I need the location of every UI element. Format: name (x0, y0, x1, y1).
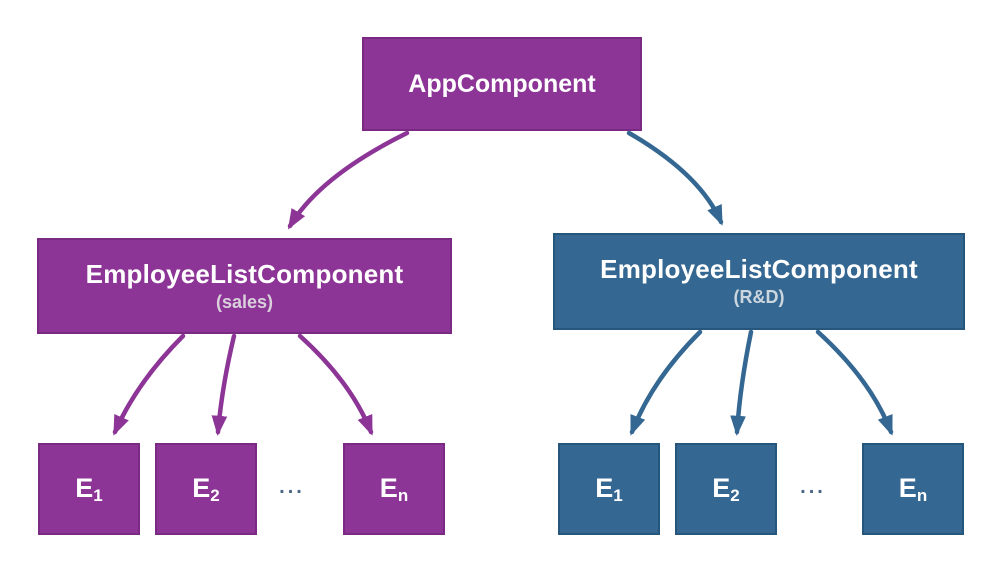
ellipsis-sales: ... (279, 476, 305, 498)
leaf-subscript: n (397, 485, 409, 505)
arrow-rnd-to-en (815, 329, 894, 436)
leaf-base: E (192, 472, 211, 503)
leaf-subscript: n (916, 485, 928, 505)
leaf-subscript: 2 (730, 485, 740, 505)
arrow-rnd-to-e1 (629, 329, 703, 436)
leaf-label: E2 (712, 473, 739, 506)
leaf-label: E1 (75, 473, 102, 506)
leaf-base: E (898, 472, 917, 503)
arrow-sales-to-en (297, 333, 374, 436)
node-app-component: AppComponent (362, 37, 642, 131)
arrow-rnd-to-e2 (730, 329, 754, 437)
node-employee-list-rnd: EmployeeListComponent (R&D) (553, 233, 965, 330)
leaf-subscript: 1 (93, 485, 103, 505)
leaf-base: E (712, 472, 731, 503)
arrow-sales-to-e2 (211, 333, 237, 437)
node-app-component-label: AppComponent (408, 69, 596, 98)
leaf-base: E (595, 472, 614, 503)
leaf-label: En (899, 473, 927, 506)
arrow-sales-to-e1 (112, 333, 186, 436)
node-employee-list-sales: EmployeeListComponent (sales) (37, 238, 452, 334)
leaf-label: E1 (595, 473, 622, 506)
leaf-subscript: 1 (613, 485, 623, 505)
node-sales-employee-n: En (343, 443, 445, 535)
node-sales-employee-1: E1 (38, 443, 140, 535)
node-rnd-employee-1: E1 (558, 443, 660, 535)
ellipsis-rnd: ... (800, 476, 826, 498)
node-employee-list-sales-title: EmployeeListComponent (85, 258, 404, 289)
leaf-subscript: 2 (210, 485, 220, 505)
node-employee-list-sales-subtitle: (sales) (215, 291, 274, 312)
node-rnd-employee-2: E2 (675, 443, 777, 535)
node-sales-employee-2: E2 (155, 443, 257, 535)
leaf-base: E (75, 472, 94, 503)
leaf-label: En (380, 473, 408, 506)
arrow-root-to-sales (287, 130, 410, 230)
arrow-root-to-rnd (626, 130, 724, 226)
leaf-label: E2 (192, 473, 219, 506)
node-employee-list-rnd-title: EmployeeListComponent (600, 254, 918, 285)
leaf-base: E (379, 472, 398, 503)
node-rnd-employee-n: En (862, 443, 964, 535)
node-employee-list-rnd-subtitle: (R&D) (733, 287, 785, 308)
